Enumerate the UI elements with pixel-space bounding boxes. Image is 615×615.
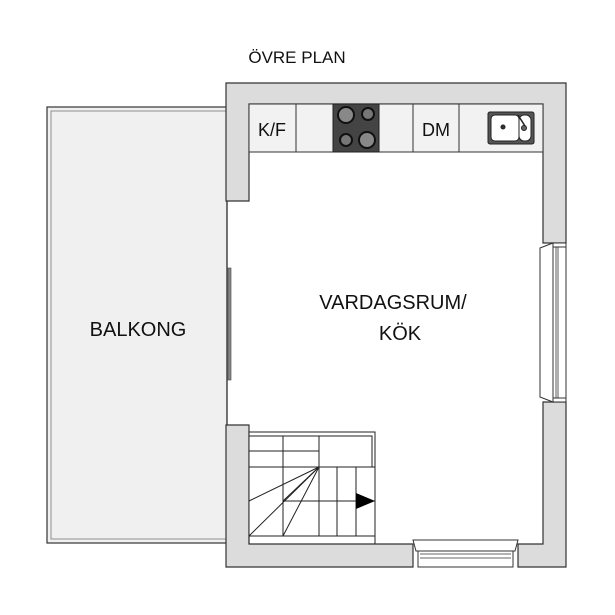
living-room-label-line1: VARDAGSRUM/	[319, 292, 467, 314]
balcony: BALKONG	[46, 106, 228, 544]
fridge-freezer-label: K/F	[258, 120, 286, 140]
right-window	[539, 242, 567, 403]
dishwasher-label: DM	[422, 120, 450, 140]
sink-icon	[487, 111, 535, 145]
staircase	[248, 431, 376, 544]
sliding-door	[226, 201, 232, 425]
balcony-label: BALKONG	[90, 319, 187, 341]
living-room-label-line2: KÖK	[379, 323, 422, 345]
plan-title: ÖVRE PLAN	[248, 48, 345, 67]
walls	[225, 82, 567, 568]
stair-direction-arrow-icon	[356, 493, 375, 509]
stove-icon	[332, 103, 380, 153]
bottom-window	[412, 539, 519, 568]
